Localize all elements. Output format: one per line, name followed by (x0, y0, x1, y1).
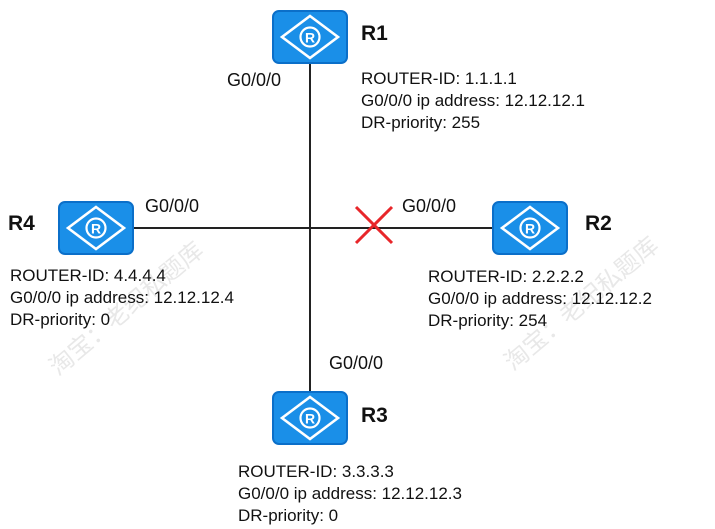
ip-address-r1: G0/0/0 ip address: 12.12.12.1 (361, 91, 585, 110)
router-name-r3: R3 (361, 404, 388, 427)
router-icon-r3[interactable] (272, 391, 348, 445)
ip-address-r3: G0/0/0 ip address: 12.12.12.3 (238, 484, 462, 503)
router-icon-r2[interactable] (492, 201, 568, 255)
link-failure-x-icon (354, 205, 394, 245)
router-icon-r4[interactable] (58, 201, 134, 255)
router-icon-r1[interactable] (272, 10, 348, 64)
ip-address-r4: G0/0/0 ip address: 12.12.12.4 (10, 288, 234, 307)
dr-priority-r3: DR-priority: 0 (238, 506, 339, 525)
router-info-r4: ROUTER-ID: 4.4.4.4 G0/0/0 ip address: 12… (10, 265, 234, 331)
router-name-r2: R2 (585, 212, 612, 235)
interface-label-r3: G0/0/0 (329, 353, 384, 373)
router-info-r3: ROUTER-ID: 3.3.3.3 G0/0/0 ip address: 12… (238, 461, 462, 527)
router-id-r2: ROUTER-ID: 2.2.2.2 (428, 267, 584, 286)
router-name-r4: R4 (8, 212, 35, 235)
router-id-r4: ROUTER-ID: 4.4.4.4 (10, 266, 166, 285)
router-info-r2: ROUTER-ID: 2.2.2.2 G0/0/0 ip address: 12… (428, 266, 652, 332)
dr-priority-r4: DR-priority: 0 (10, 310, 111, 329)
dr-priority-r2: DR-priority: 254 (428, 311, 548, 330)
router-info-r1: ROUTER-ID: 1.1.1.1 G0/0/0 ip address: 12… (361, 68, 585, 134)
interface-label-r1: G0/0/0 (227, 70, 282, 90)
dr-priority-r1: DR-priority: 255 (361, 113, 481, 132)
ip-address-r2: G0/0/0 ip address: 12.12.12.2 (428, 289, 652, 308)
router-id-r1: ROUTER-ID: 1.1.1.1 (361, 69, 517, 88)
interface-label-r4: G0/0/0 (145, 196, 200, 216)
router-id-r3: ROUTER-ID: 3.3.3.3 (238, 462, 394, 481)
router-name-r1: R1 (361, 22, 388, 45)
interface-label-r2: G0/0/0 (402, 196, 457, 216)
